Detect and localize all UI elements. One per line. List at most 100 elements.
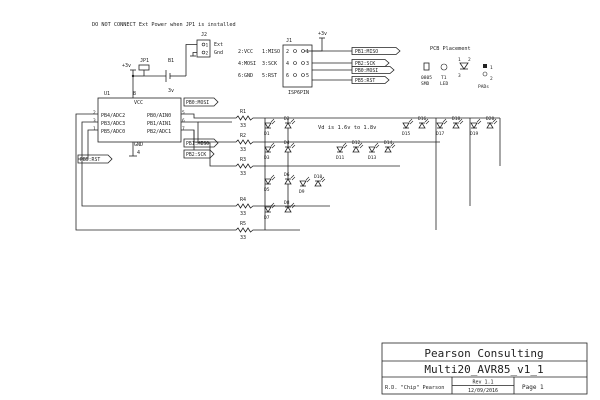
led-d7: D7 [264,202,276,221]
led-ref: D16 [418,116,427,122]
u1-left-pin1-name: PB5/ADC0 [101,129,125,135]
battery-section: +3v JP1 B1 3v [122,58,187,94]
placement-led-line1: T1 [441,75,447,81]
isp-net-sck: PB2:SCK [355,61,375,67]
resistor-ref: R3 [240,157,246,163]
j2-pin1-num: 1 [206,43,209,49]
resistor-r5: R5 33 [232,221,258,241]
led-ref: D6 [284,172,290,178]
u1-right-pin6-num: 6 [182,118,185,124]
isp-header: +3v J1 2:VCC 4:MOSI 6:GND 1:MISO 3:SCK 5… [238,31,401,96]
led-ref: D11 [336,155,345,161]
placement-led-pin1: 1 [458,57,461,63]
isp-right-label-miso: 1:MISO [262,49,280,55]
b1-value: 3v [168,88,174,94]
title-rev: Rev 1.1 [472,380,493,386]
j2-ref: J2 [201,32,207,38]
pcb-placement-legend: PCB Placement 0805 SMD T1 LED 1 2 3 1 2 … [421,46,493,90]
led-d14: D14 [384,140,396,153]
isp-right-label-rst: 5:RST [262,73,277,79]
led-d15: D15 [402,118,414,137]
led-d19: D19 [470,118,482,137]
led-ref: D2 [284,116,290,122]
j2-pin2-label: Gnd [214,50,223,56]
title-drawing: Multi20_AVR85_v1_1 [424,363,543,376]
u1-net-miso: PB1:MISO [186,141,209,147]
u1-left-pin2-num: 2 [93,110,96,116]
title-page: Page 1 [522,384,544,391]
u1-right-pin5-num: 5 [182,110,185,116]
placement-smd-line1: 0805 [421,75,432,81]
j2-pin2-num: 2 [206,51,209,57]
led-ref: D15 [402,131,411,137]
resistor-value: 33 [240,235,246,241]
led-ref: D18 [452,116,461,122]
u1-gnd-label: GND [134,142,143,148]
isp-net-rst: PB5:RST [355,78,375,84]
placement-pad-2: 2 [490,76,493,82]
led-d8: D8 [284,200,296,213]
isp-left-label-mosi: 4:MOSI [238,61,256,67]
led-d3: D3 [264,142,276,161]
isp-vcc-symbol: +3v [318,31,327,37]
u1-pin-gnd-num: 4 [137,150,140,156]
placement-led-pin3: 3 [458,73,461,79]
u1-net-sck: PB2:SCK [186,152,206,158]
resistor-value: 33 [240,211,246,217]
resistor-ref: R1 [240,109,246,115]
u1-right-pin5-name: PB0/AIN0 [147,113,171,119]
resistor-r1: R1 33 [232,109,258,129]
j2-pin1-label: Ext [214,42,223,48]
u1-net-rst: PB5:RST [80,157,100,163]
isp-caption: ISP6PIN [288,90,309,96]
j1-ref: J1 [286,38,292,44]
placement-smd-line2: SMD [421,81,430,87]
led-ref: D13 [368,155,377,161]
led-d10: D10 [314,174,326,187]
led-d2: D2 [284,116,296,129]
u1-left-pin3-name: PB3/ADC3 [101,121,125,127]
isp-pin-3: 3 [306,61,309,67]
u1-left-pin3-num: 3 [93,118,96,124]
isp-net-mosi: PB0:MOSI [355,68,378,74]
resistor-ref: R4 [240,197,246,203]
u1-right-pin7-name: PB2/ADC1 [147,129,171,135]
isp-pin-4: 4 [286,61,289,67]
led-ref: D8 [284,200,290,206]
placement-pad-1: 1 [490,65,493,71]
u1-vcc-label: VCC [134,100,143,106]
isp-pin-5: 5 [306,73,309,79]
warning-note: DO NOT CONNECT Ext Power when JP1 is ins… [92,22,236,28]
vd-note: Vd is 1.6v to 1.8v [318,125,376,131]
led-ref: D7 [264,215,270,221]
title-date: 12/09/2016 [468,388,498,394]
led-d6: D6 [284,172,296,185]
led-ref: D5 [264,187,270,193]
led-d9: D9 [299,176,311,195]
title-company: Pearson Consulting [424,347,543,360]
led-ref: D4 [284,140,290,146]
isp-pin-6: 6 [286,73,289,79]
b1-ref: B1 [168,58,174,64]
led-d12: D12 [352,140,364,153]
led-d1: D1 [264,118,276,137]
u1-left-pin2-name: PB4/ADC2 [101,113,125,119]
led-ref: D19 [470,131,479,137]
isp-pin-2: 2 [286,49,289,55]
led-ref: D12 [352,140,361,146]
placement-title: PCB Placement [430,46,471,52]
resistor-value: 33 [240,123,246,129]
u1-left-pin1-num: 1 [93,126,96,132]
led-d4: D4 [284,140,296,153]
title-author: R.D. "Chip" Pearson [385,385,444,391]
led-d18: D18 [452,116,464,129]
u1-ref: U1 [104,91,110,97]
led-ref: D17 [436,131,445,137]
u1-right-pin6-name: PB1/AIN1 [147,121,171,127]
resistor-r4: R4 33 [232,197,258,217]
resistor-ref: R5 [240,221,246,227]
resistor-ref: R2 [240,133,246,139]
